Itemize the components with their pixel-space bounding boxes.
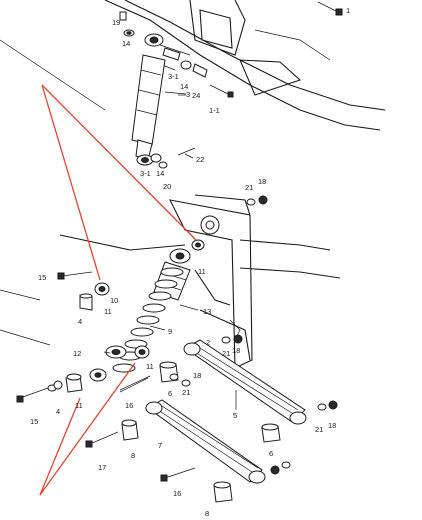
callout-label: 18 — [193, 371, 201, 380]
callout-label: 10 — [110, 296, 118, 305]
callout-label: 24 — [192, 91, 200, 100]
callout-label: 11 — [146, 362, 154, 371]
red-arrow-upper-right — [41, 84, 197, 241]
callout-label: 21 — [245, 183, 253, 192]
callout-label: 15 — [30, 417, 38, 426]
callout-label: 21 — [182, 388, 190, 397]
callout-label: 16 — [125, 401, 133, 410]
callout-label: 18 — [328, 421, 336, 430]
callout-leaders — [103, 94, 237, 410]
callout-label: 6 — [269, 449, 273, 458]
callout-label: 19 — [112, 18, 120, 27]
upper-shock-absorber — [131, 33, 187, 166]
callout-label: 7 — [158, 441, 162, 450]
callout-label: 11 — [75, 401, 83, 410]
callout-label: 4 — [78, 317, 82, 326]
callout-label: 8 — [131, 451, 135, 460]
red-arrow-lower-left — [39, 397, 81, 496]
callout-label: 16 — [173, 489, 181, 498]
callout-label: 11 — [198, 267, 206, 276]
callout-label: 1-1 — [209, 106, 220, 115]
callout-label: 22 — [196, 155, 204, 164]
callout-label: 21 — [315, 425, 323, 434]
callout-label: 13 — [203, 307, 211, 316]
callout-label: 12 — [73, 349, 81, 358]
frame-mount-hardware — [191, 195, 268, 251]
callout-label: 6 — [168, 389, 172, 398]
callout-label: 4 — [56, 407, 60, 416]
callout-label: 2 — [206, 338, 210, 347]
shock-lower-bolt-hardware — [16, 373, 151, 403]
callout-label: 5 — [233, 411, 237, 420]
callout-label: 18 — [232, 346, 240, 355]
bolt-1 — [317, 1, 343, 16]
upper-frame-outline — [0, 0, 386, 131]
red-arrow-lower-right — [39, 362, 136, 496]
callout-label: 3-1 — [140, 169, 151, 178]
upper-mount-hardware — [119, 11, 234, 169]
callout-label: 9 — [168, 327, 172, 336]
callout-label: 3 — [186, 90, 190, 99]
callout-labels: 1 19 14 14 3-1 24 1-1 3 22 3-1 14 20 21 … — [30, 6, 350, 518]
link-arm-7 — [145, 399, 266, 484]
callout-label: 14 — [122, 39, 130, 48]
red-arrows — [39, 84, 197, 496]
callout-label: 1 — [346, 6, 350, 15]
link-arm-5 — [183, 339, 307, 425]
red-arrow-upper-left — [41, 84, 101, 281]
callout-label: 8 — [205, 509, 209, 518]
callout-label: 20 — [163, 182, 171, 191]
callout-label: 14 — [180, 82, 188, 91]
callout-label: 21 — [222, 349, 230, 358]
callout-label: 11 — [104, 307, 112, 316]
callout-label: 15 — [38, 273, 46, 282]
callout-label: 14 — [156, 169, 164, 178]
link-bushings — [121, 334, 338, 503]
link-bolts — [85, 377, 196, 482]
lower-shock-absorber — [89, 248, 191, 382]
shock-upper-bolt-hardware — [57, 271, 110, 311]
callout-label: 3-1 — [168, 72, 179, 81]
callout-label: 18 — [258, 177, 266, 186]
callout-label: 17 — [98, 463, 106, 472]
